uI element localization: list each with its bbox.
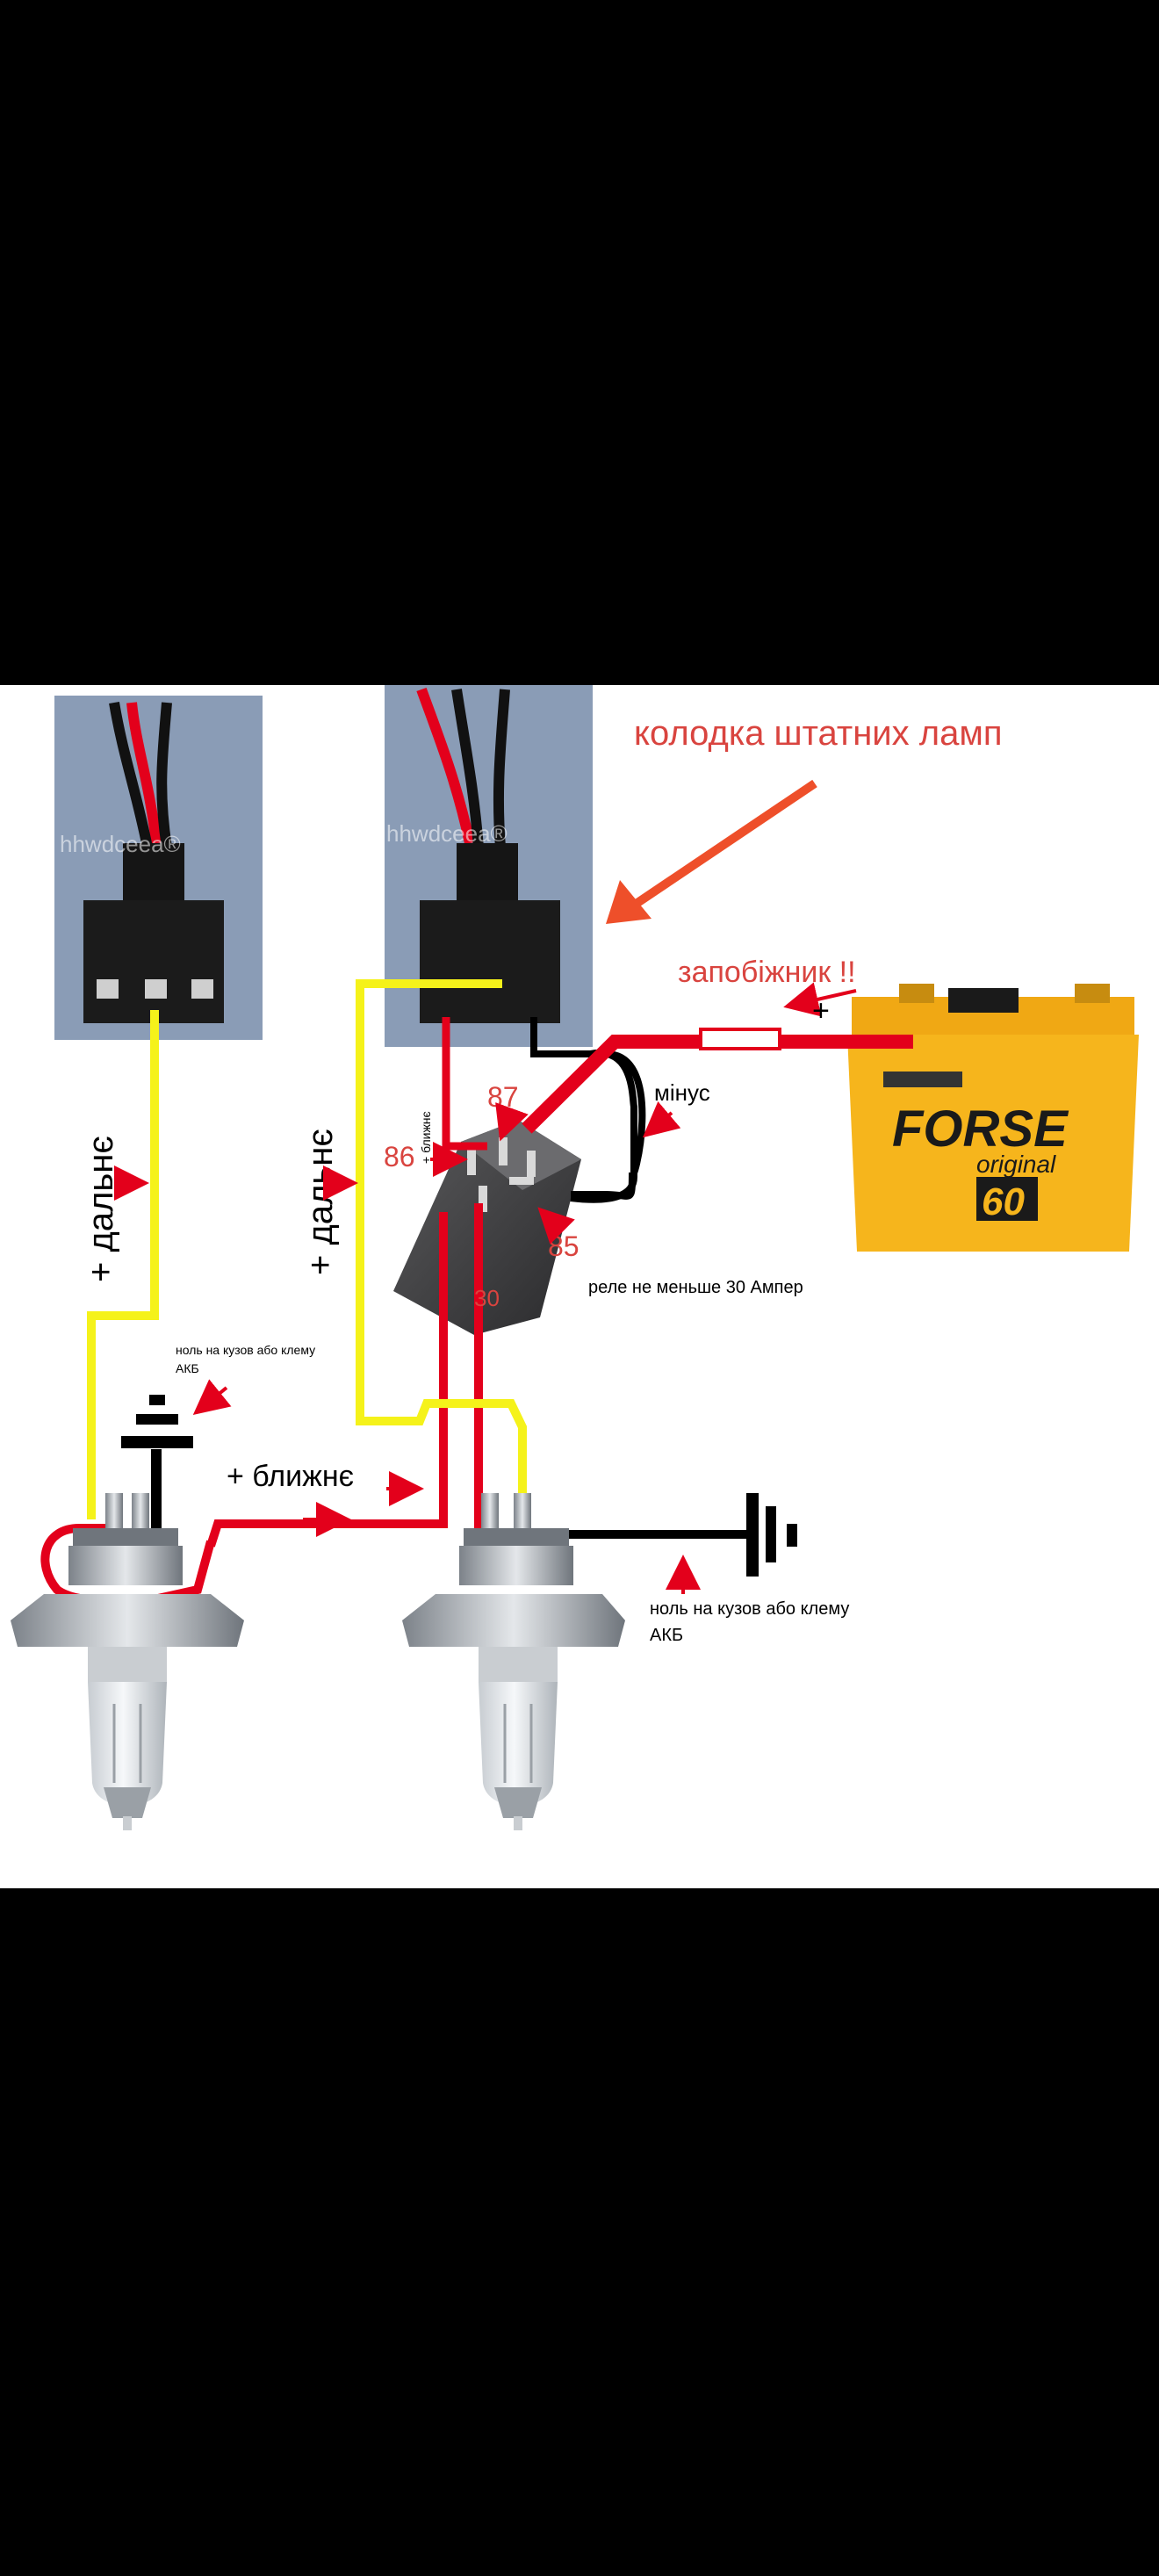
connector-title: колодка штатних ламп <box>634 714 1003 753</box>
wire-red-battery <box>522 1035 913 1134</box>
ground-right-label-line2: АКБ <box>650 1626 683 1645</box>
ground-left-label-line2: АКБ <box>176 1361 199 1375</box>
wire-black-relay <box>530 1017 606 1057</box>
high-beam-right-label: + дальнє <box>301 1129 340 1275</box>
diagram-canvas: hhwdceea® hhwdceea® колодка штатних ламп <box>11 685 1139 1830</box>
watermark-left: hhwdceea® <box>60 831 181 857</box>
fuse-label: запобіжник !! <box>678 956 856 989</box>
battery: FORSE original 60 <box>847 984 1139 1252</box>
battery-capacity: 60 <box>982 1180 1025 1223</box>
relay-pin-30: 30 <box>474 1285 500 1311</box>
connector-pointer-arrow <box>606 779 817 924</box>
bulb-left <box>11 1493 244 1830</box>
wire-yellow-left <box>87 1010 159 1519</box>
low-beam-small-label: + ближнє <box>419 1111 433 1164</box>
wire-yellow-right <box>356 979 527 1518</box>
connector-photo-left: hhwdceea® <box>54 696 263 1040</box>
battery-plus-label: + <box>812 994 830 1028</box>
relay-pin-85: 85 <box>548 1230 580 1262</box>
connector-photo-right: hhwdceea® <box>385 685 593 1047</box>
relay-pin-87: 87 <box>487 1081 519 1113</box>
ground-symbol-right <box>746 1493 759 1577</box>
watermark-right: hhwdceea® <box>386 820 508 847</box>
bulb-right <box>402 1493 625 1830</box>
ground-symbol-left <box>121 1436 193 1448</box>
fuse <box>699 1028 781 1050</box>
wiring-diagram: hhwdceea® hhwdceea® колодка штатних ламп <box>0 685 1159 1888</box>
relay-pin-86: 86 <box>384 1141 415 1173</box>
relay-note: реле не меньше 30 Ампер <box>588 1278 803 1297</box>
battery-sub: original <box>976 1151 1056 1178</box>
battery-brand: FORSE <box>892 1100 1069 1158</box>
minus-label: мінус <box>654 1079 710 1106</box>
high-beam-left-label: + дальнє <box>82 1136 120 1282</box>
ground-left-label-line1: ноль на кузов або клему <box>176 1343 315 1357</box>
ground-right-label-line1: ноль на кузов або клему <box>650 1599 849 1619</box>
low-beam-main-label: + ближнє <box>227 1460 354 1493</box>
